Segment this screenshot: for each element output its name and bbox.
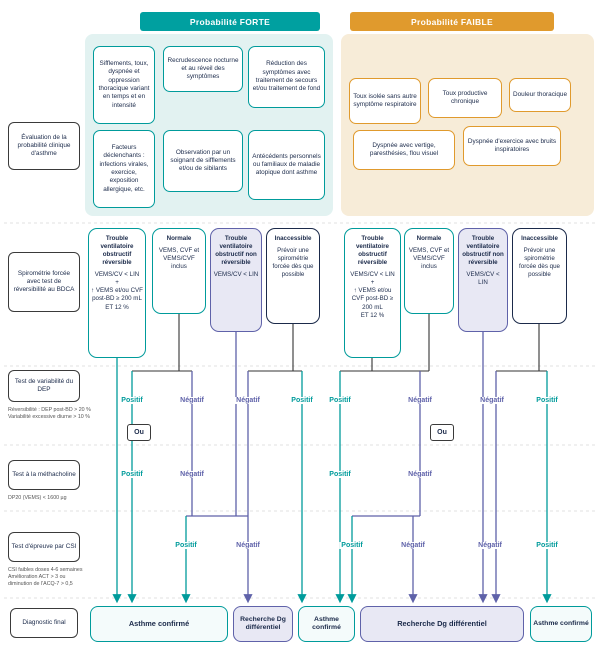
faible-header: Probabilité FAIBLE	[350, 12, 554, 31]
spiro-body: VEMS, CVF et VEMS/CVF inclus	[408, 247, 450, 271]
spiro-title: Trouble ventilatoire obstructif réversib…	[100, 235, 134, 267]
faible-criterion: Dyspnée d'exercice avec bruits inspirato…	[463, 126, 561, 166]
dep-result-negatif: Négatif	[178, 397, 206, 404]
csi-result-positif: Positif	[534, 542, 560, 549]
forte-criterion: Recrudescence nocturne et au réveil des …	[163, 46, 243, 92]
spiro-body: VEMS/CV < LIN	[466, 271, 500, 287]
meth-result-negatif: Négatif	[406, 471, 434, 478]
forte-criterion: Sifflements, toux, dyspnée et oppression…	[93, 46, 155, 124]
faible-criterion: Toux isolée sans autre symptôme respirat…	[349, 78, 421, 124]
ou-box-faible: Ou	[430, 424, 454, 441]
csi-result-negatif: Négatif	[476, 542, 504, 549]
spiro-body: VEMS/CV < LIN + ↑ VEMS et/ou CVF post-BD…	[91, 271, 143, 311]
dep-result-negatif: Négatif	[478, 397, 506, 404]
spiro-body: Prévoir une spirométrie forcée dès que p…	[272, 247, 314, 279]
sidebar-dep: Test de variabilité du DEP	[8, 370, 80, 402]
forte-criterion: Facteurs déclenchants : infections viral…	[93, 130, 155, 208]
dep-result-positif: Positif	[534, 397, 560, 404]
meth-result-positif: Positif	[119, 471, 145, 478]
spiro-body: Prévoir une spirométrie forcée dès que p…	[519, 247, 560, 279]
sidebar-evaluation: Évaluation de la probabilité clinique d'…	[8, 122, 80, 170]
csi-result-positif: Positif	[173, 542, 199, 549]
sidebar-csi-note: CSI faibles doses 4-6 semaines Améliorat…	[8, 567, 83, 588]
forte-criterion: Réduction des symptômes avec traitement …	[248, 46, 325, 108]
faible-panel	[341, 34, 594, 216]
final-asthme-confirme: Asthme confirmé	[90, 606, 228, 642]
csi-result-positif: Positif	[339, 542, 365, 549]
spirometry-box-normale-faible: Normale VEMS, CVF et VEMS/CVF inclus	[404, 228, 454, 314]
dep-result-positif: Positif	[119, 397, 145, 404]
faible-criterion: Toux productive chronique	[428, 78, 502, 118]
spiro-title: Normale	[416, 235, 442, 242]
forte-criterion: Antécédents personnels ou familiaux de m…	[248, 130, 325, 200]
sidebar-methacholine: Test à la méthacholine	[8, 460, 80, 490]
spirometry-box-reversible-forte: Trouble ventilatoire obstructif réversib…	[88, 228, 146, 358]
dep-result-negatif: Négatif	[234, 397, 262, 404]
spirometry-box-inaccessible-forte: Inaccessible Prévoir une spirométrie for…	[266, 228, 320, 324]
final-asthme-confirme: Asthme confirmé	[298, 606, 355, 642]
sidebar-spirometrie: Spirométrie forcée avec test de réversib…	[8, 252, 80, 312]
spiro-title: Trouble ventilatoire obstructif non réve…	[462, 235, 504, 267]
spiro-title: Inaccessible	[521, 235, 558, 242]
spiro-body: VEMS/CV < LIN	[213, 271, 259, 279]
meth-result-negatif: Négatif	[178, 471, 206, 478]
spiro-title: Inaccessible	[274, 235, 312, 242]
spiro-body: VEMS/CV < LIN + ↑ VEMS et/ou CVF post-BD…	[350, 271, 395, 319]
final-asthme-confirme: Asthme confirmé	[530, 606, 592, 642]
spiro-title: Trouble ventilatoire obstructif réversib…	[355, 235, 389, 267]
spirometry-box-normale-forte: Normale VEMS, CVF et VEMS/CVF inclus	[152, 228, 206, 314]
spirometry-box-non-reversible-faible: Trouble ventilatoire obstructif non réve…	[458, 228, 508, 332]
spirometry-box-inaccessible-faible: Inaccessible Prévoir une spirométrie for…	[512, 228, 567, 324]
final-recherche-dg: Recherche Dg différentiel	[233, 606, 293, 642]
sidebar-methacholine-note: DP20 (VEMS) < 1600 µg	[8, 495, 67, 501]
sidebar-dep-note: Réversibilité : DEP post-BD > 20 % Varia…	[8, 407, 91, 421]
spiro-title: Normale	[166, 235, 192, 242]
spiro-title: Trouble ventilatoire obstructif non réve…	[215, 235, 257, 267]
csi-result-negatif: Négatif	[234, 542, 262, 549]
spirometry-box-reversible-faible: Trouble ventilatoire obstructif réversib…	[344, 228, 401, 358]
forte-criterion: Observation par un soignant de sifflemen…	[163, 130, 243, 192]
dep-result-positif: Positif	[289, 397, 315, 404]
sidebar-diagnostic-final: Diagnostic final	[10, 608, 78, 638]
final-recherche-dg: Recherche Dg différentiel	[360, 606, 524, 642]
faible-criterion: Douleur thoracique	[509, 78, 571, 112]
ou-box-forte: Ou	[127, 424, 151, 441]
sidebar-csi: Test d'épreuve par CSI	[8, 532, 80, 562]
faible-criterion: Dyspnée avec vertige, paresthésies, flou…	[353, 130, 455, 170]
dep-result-positif: Positif	[327, 397, 353, 404]
dep-result-negatif: Négatif	[406, 397, 434, 404]
meth-result-positif: Positif	[327, 471, 353, 478]
forte-header: Probabilité FORTE	[140, 12, 320, 31]
spirometry-box-non-reversible-forte: Trouble ventilatoire obstructif non réve…	[210, 228, 262, 332]
csi-result-negatif: Négatif	[399, 542, 427, 549]
spiro-body: VEMS, CVF et VEMS/CVF inclus	[158, 247, 200, 271]
